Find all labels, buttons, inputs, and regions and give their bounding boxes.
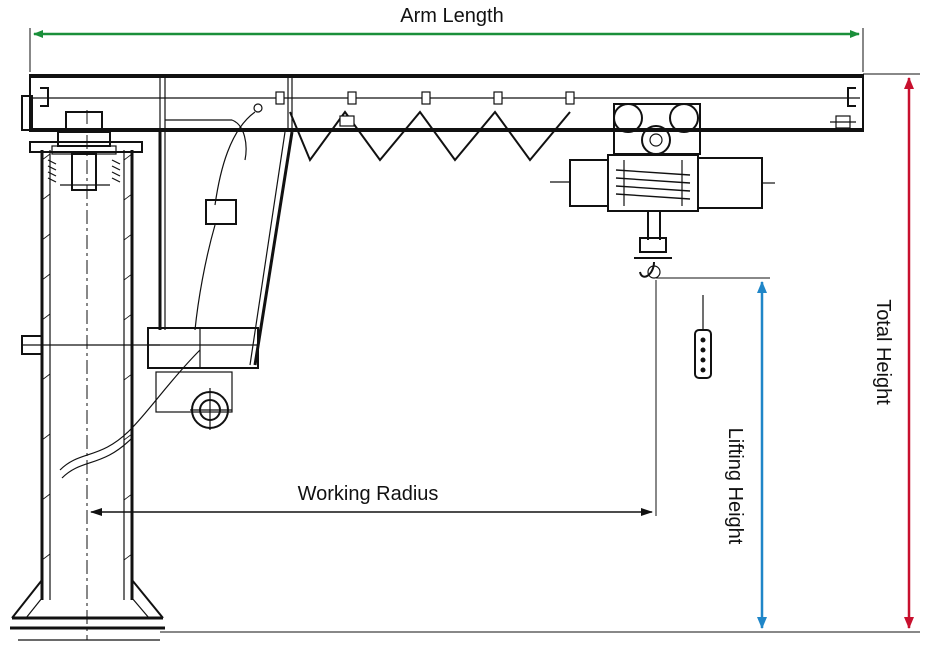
jib-arm-beam	[29, 74, 864, 132]
electric-hoist	[550, 103, 775, 279]
pillar-column	[21, 110, 201, 640]
slewing-head	[21, 95, 121, 191]
working-radius-label: Working Radius	[298, 483, 439, 505]
jib-support-bracket	[158, 111, 294, 366]
pillar-base	[10, 579, 165, 641]
lifting-height-dimension: Lifting Height	[656, 277, 770, 629]
arm-length-dimension: Arm Length	[29, 5, 864, 72]
total-height-dimension: Total Height	[160, 73, 920, 633]
slewing-motor	[147, 327, 259, 430]
lifting-height-label: Lifting Height	[724, 428, 746, 545]
working-radius-dimension: Working Radius	[90, 280, 657, 516]
festoon-cable	[253, 91, 575, 163]
arm-length-label: Arm Length	[400, 5, 503, 27]
pendant-control	[694, 295, 712, 379]
total-height-label: Total Height	[872, 299, 894, 405]
